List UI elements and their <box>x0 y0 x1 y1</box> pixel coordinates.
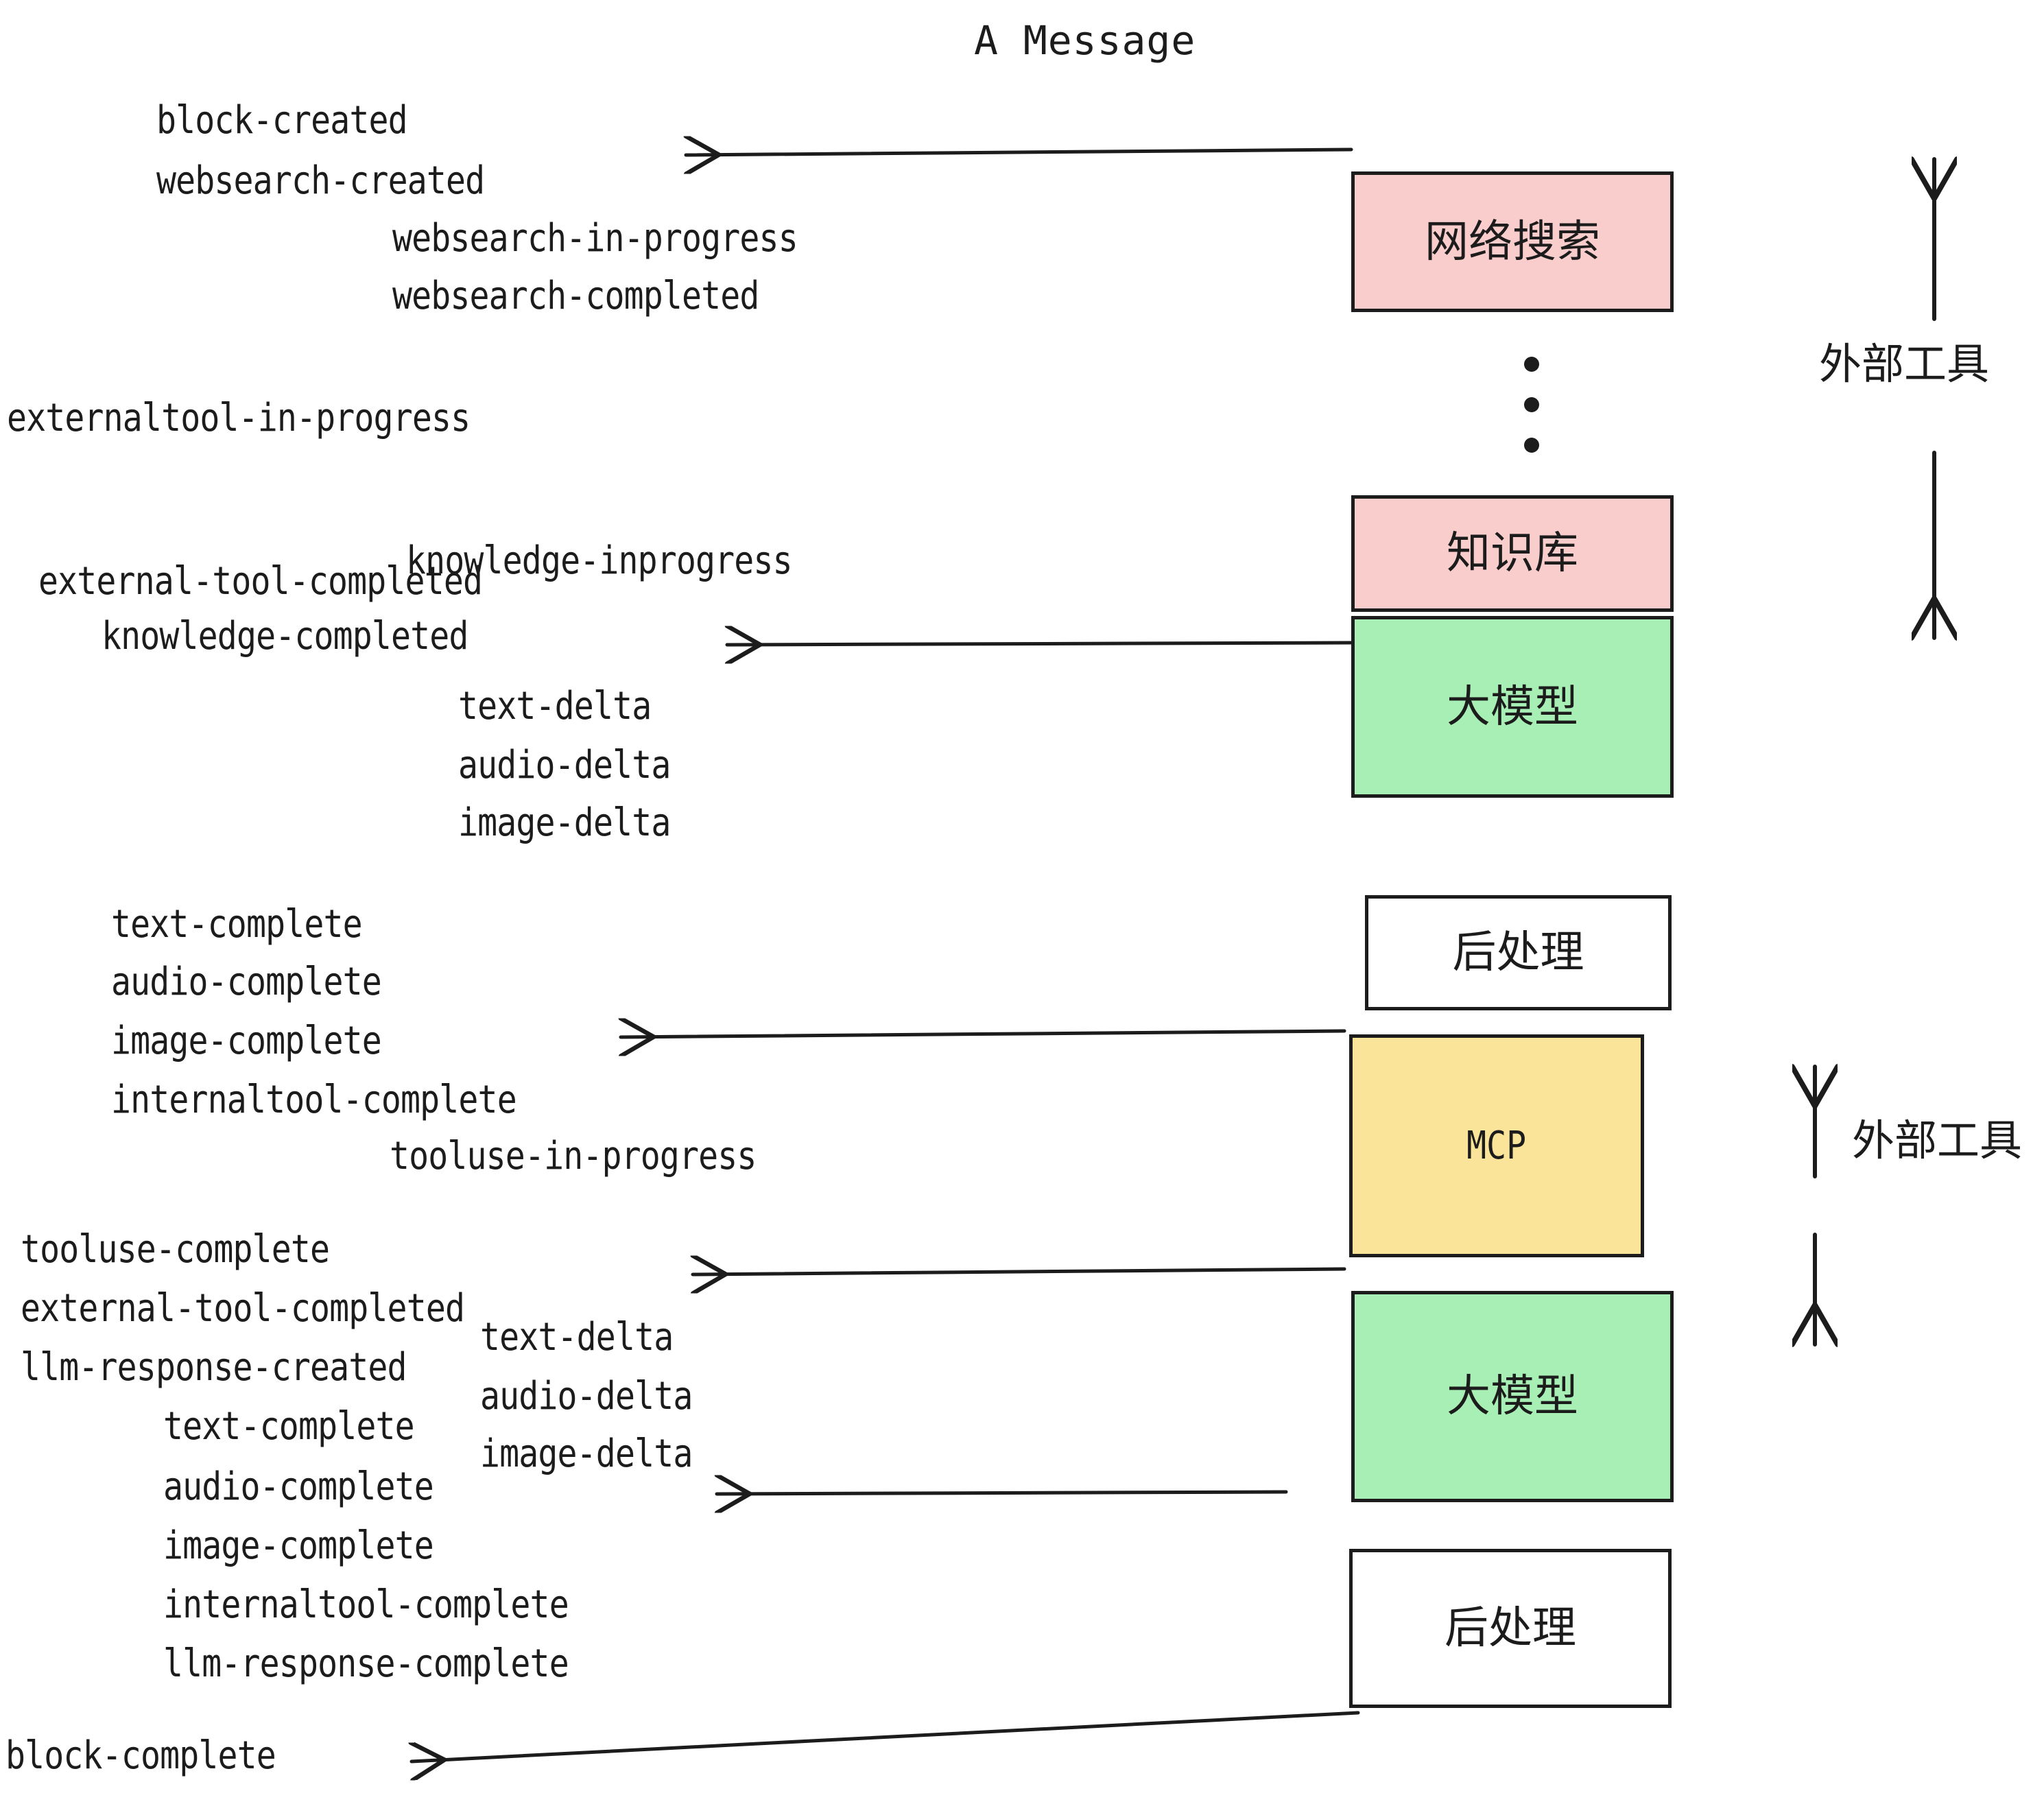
side-label-external-tools-top: 外部工具 <box>1819 339 1990 389</box>
node-postprocess-first-label: 后处理 <box>1452 927 1584 978</box>
event-label-external-tool-completed-second: external-tool-completed <box>21 1286 465 1331</box>
event-label-tooluse-complete: tooluse-complete <box>21 1227 330 1272</box>
event-label-text-complete-second: text-complete <box>163 1404 415 1449</box>
event-label-audio-delta-first: audio-delta <box>458 743 671 787</box>
node-mcp-label: MCP <box>1466 1123 1527 1168</box>
arrow-mcp-to-imagecomplete <box>621 1031 1346 1037</box>
node-websearch[interactable]: 网络搜索 <box>1351 171 1674 312</box>
event-label-image-delta-second: image-delta <box>480 1432 693 1476</box>
node-knowledge-base[interactable]: 知识库 <box>1351 495 1674 612</box>
event-label-audio-complete-first: audio-complete <box>111 960 382 1004</box>
event-label-text-complete-first: text-complete <box>111 902 363 947</box>
event-label-audio-delta-second: audio-delta <box>480 1374 693 1419</box>
node-llm-second-label: 大模型 <box>1447 1371 1578 1422</box>
arrow-llm2-to-tooluse <box>693 1269 1346 1274</box>
event-label-block-complete: block-complete <box>5 1733 276 1778</box>
node-knowledge-base-label: 知识库 <box>1447 528 1578 579</box>
arrow-postprocess2-to-blockcomplete <box>412 1711 1360 1761</box>
diagram-title: A Message <box>974 17 1196 64</box>
node-llm-first[interactable]: 大模型 <box>1351 616 1674 798</box>
side-label-external-tools-bottom: 外部工具 <box>1852 1115 2023 1165</box>
event-label-text-delta-first: text-delta <box>458 684 652 728</box>
event-label-websearch-in-progress: websearch-in-progress <box>392 216 798 261</box>
arrow-llm2-to-audiocomplete <box>717 1492 1288 1494</box>
event-label-knowledge-inprogress: knowledge-inprogress <box>406 538 793 583</box>
event-label-text-delta-second: text-delta <box>480 1315 674 1360</box>
event-label-audio-complete-second: audio-complete <box>163 1464 434 1509</box>
event-label-externaltool-in-progress: externaltool-in-progress <box>7 396 471 440</box>
node-websearch-label: 网络搜索 <box>1425 216 1600 268</box>
node-postprocess-second[interactable]: 后处理 <box>1349 1549 1672 1708</box>
event-label-websearch-created: websearch-created <box>156 158 485 203</box>
node-postprocess-first[interactable]: 后处理 <box>1365 895 1672 1010</box>
node-llm-first-label: 大模型 <box>1447 681 1578 733</box>
event-label-image-complete-first: image-complete <box>111 1019 382 1063</box>
vertical-ellipsis-icon <box>1524 357 1539 453</box>
node-mcp[interactable]: MCP <box>1349 1034 1644 1257</box>
event-label-external-tool-completed-first: external-tool-completed <box>38 559 483 604</box>
event-label-internaltool-complete-second: internaltool-complete <box>163 1582 569 1627</box>
event-label-llm-response-complete: llm-response-complete <box>163 1641 569 1686</box>
arrow-websearch-to-blockcreated <box>686 150 1353 155</box>
node-llm-second[interactable]: 大模型 <box>1351 1291 1674 1502</box>
event-label-tooluse-in-progress: tooluse-in-progress <box>390 1134 757 1178</box>
event-label-websearch-completed: websearch-completed <box>392 274 759 318</box>
node-postprocess-second-label: 后处理 <box>1445 1603 1576 1654</box>
event-label-image-delta-first: image-delta <box>458 800 671 845</box>
event-label-image-complete-second: image-complete <box>163 1523 434 1568</box>
event-label-block-created: block-created <box>156 98 408 143</box>
event-label-internaltool-complete-first: internaltool-complete <box>111 1078 517 1122</box>
event-label-knowledge-completed: knowledge-completed <box>102 614 468 658</box>
arrow-knowledge-to-knowledgecompleted <box>727 643 1353 645</box>
event-label-llm-response-created: llm-response-created <box>21 1345 407 1390</box>
